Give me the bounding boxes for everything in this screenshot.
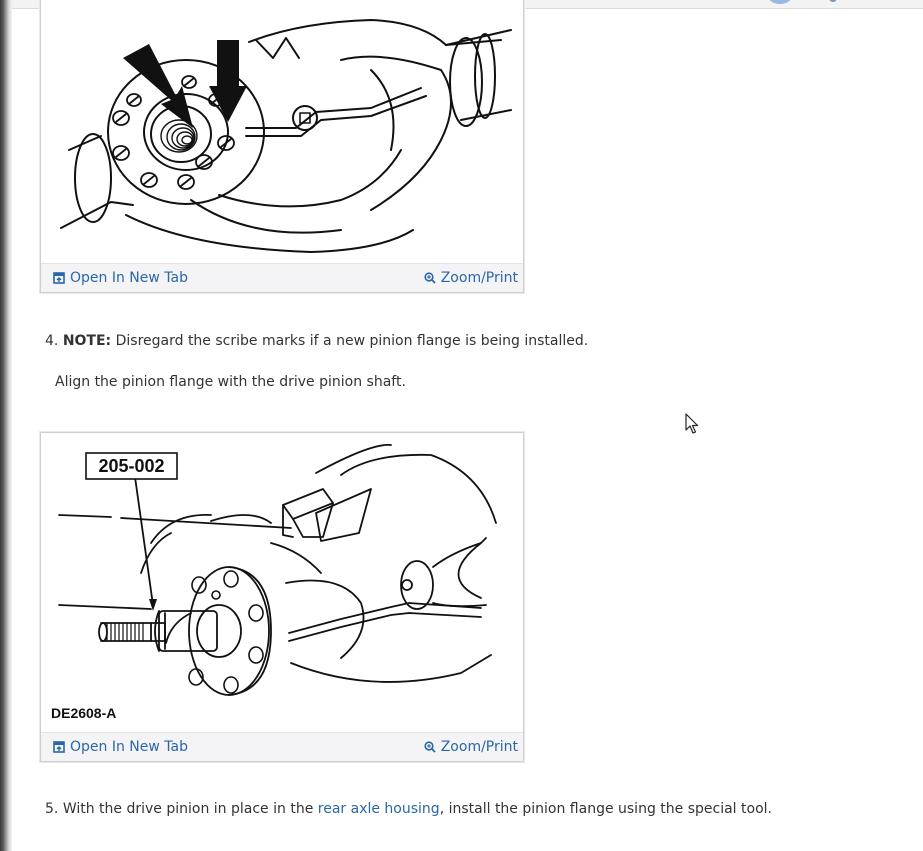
window-left-edge [0, 0, 12, 851]
user-avatar[interactable] [768, 0, 792, 4]
figure-pinion-flange-scribe-marks: Open In New Tab Zoom/Print [40, 0, 524, 293]
step-number: 4. [45, 333, 59, 349]
open-in-new-tab-link[interactable]: Open In New Tab [53, 269, 188, 287]
figure-code-label: DE2608-A [51, 705, 116, 721]
open-in-new-tab-icon [53, 741, 65, 753]
step-number: 5. [45, 801, 59, 817]
step-4-instruction: Align the pinion flange with the drive p… [55, 374, 406, 390]
zoom-print-label: Zoom/Print [440, 739, 518, 755]
figure-1-illustration [60, 19, 512, 253]
figure-pinion-flange-install: 205-002 DE2608-A Open In New Tab Zoom/Pr… [40, 432, 524, 762]
figure-2-footer: Open In New Tab Zoom/Print [41, 732, 523, 761]
step-text-before: With the drive pinion in place in the [62, 801, 314, 817]
note-text: Disregard the scribe marks if a new pini… [115, 333, 589, 349]
toolbar-icon[interactable] [829, 0, 837, 2]
open-in-new-tab-label: Open In New Tab [70, 739, 188, 755]
zoom-magnifier-icon [424, 741, 436, 753]
figure-1-footer: Open In New Tab Zoom/Print [41, 263, 523, 292]
mouse-pointer-icon [685, 413, 699, 434]
zoom-print-link[interactable]: Zoom/Print [424, 738, 518, 756]
open-in-new-tab-icon [53, 272, 65, 284]
zoom-print-label: Zoom/Print [440, 270, 518, 286]
zoom-print-link[interactable]: Zoom/Print [424, 269, 518, 287]
figure-2-illustration: 205-002 DE2608-A [51, 444, 497, 721]
rear-axle-housing-link[interactable]: rear axle housing [317, 801, 440, 817]
step-5-instruction: 5. With the drive pinion in place in the… [45, 801, 772, 817]
step-4-note: 4. NOTE: Disregard the scribe marks if a… [45, 333, 588, 349]
open-in-new-tab-label: Open In New Tab [70, 270, 188, 286]
tool-callout-label: 205-002 [98, 456, 164, 476]
open-in-new-tab-link[interactable]: Open In New Tab [53, 738, 188, 756]
zoom-magnifier-icon [424, 272, 436, 284]
step-text-after: , install the pinion flange using the sp… [439, 801, 772, 817]
note-label: NOTE: [62, 333, 112, 349]
